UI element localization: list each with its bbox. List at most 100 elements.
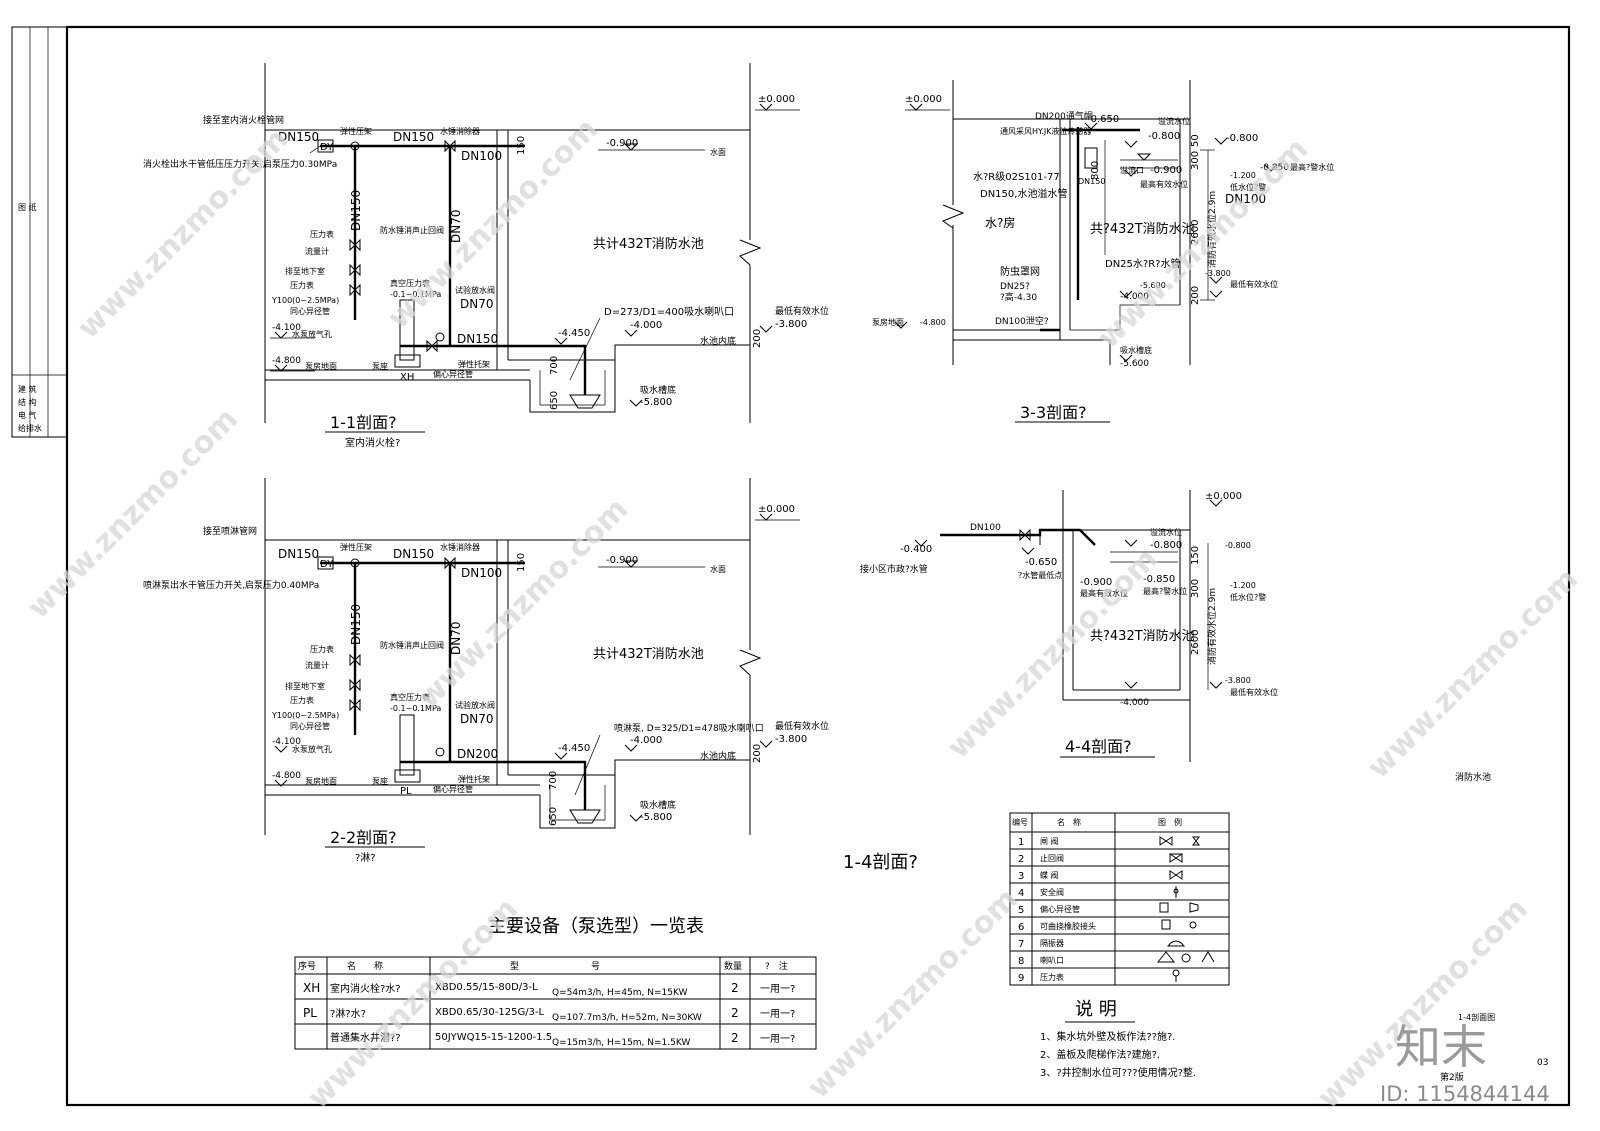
label-pipe-size: DN100 — [461, 566, 502, 580]
section-subtitle: 室内消火栓? — [345, 436, 400, 449]
level-label: -5.600 — [1140, 281, 1166, 290]
legend-number: 9 — [1018, 973, 1024, 984]
label-pipe-size: DN150 — [349, 604, 363, 645]
label-pipe-size: DN100 — [1225, 192, 1266, 206]
legend-number: 6 — [1018, 922, 1024, 933]
label-room: 水?房 — [985, 215, 1015, 230]
level-label: -5.600 — [1120, 359, 1149, 369]
safety-valve-icon — [1173, 886, 1179, 898]
dim-label: -3.800 — [1205, 269, 1231, 278]
table-cell: 一用一? — [760, 984, 795, 995]
label-gauge: 压力表 — [310, 644, 334, 654]
dim-label: 650 — [548, 807, 559, 826]
level-label: -5.800 — [640, 397, 672, 408]
legend-number: 2 — [1018, 854, 1024, 865]
label-pipe-size: DN70 — [449, 210, 463, 244]
level-label: -5.800 — [640, 812, 672, 823]
label-pump-base: 泵座 — [372, 776, 388, 786]
level-label: -0.900 — [1150, 165, 1182, 176]
label-y100: Y100(0~2.5MPa) — [271, 296, 339, 305]
dim-label: 150 — [1190, 546, 1201, 565]
section-3-3: ±0.000 DN200通气帽 -0.650 溢流水位 -0.800 -0.80… — [872, 80, 1334, 423]
section-4-4: ±0.000 DN100 -0.400 接小区市政?水管 -0.650 ?水管最… — [860, 490, 1491, 783]
label-pool: 共计432T消防水池 — [593, 236, 704, 252]
dim-label: 650 — [549, 391, 560, 410]
level-label: ±0.000 — [758, 504, 795, 515]
dim-label: 50 — [1190, 134, 1201, 147]
table-cell: XBD0.65/30-125G/3-L — [435, 1007, 545, 1018]
table-cell: PL — [303, 1006, 317, 1020]
label-overflow-mouth: 溢流口 — [1120, 165, 1144, 175]
label-sump: 吸水槽底 — [640, 384, 676, 396]
caption-sections: 1-4剖面? — [843, 852, 918, 873]
label-dy: DY — [320, 142, 334, 153]
butterfly-valve-icon — [1169, 870, 1183, 880]
legend-number: 7 — [1018, 939, 1024, 950]
level-label: -4.800 — [272, 356, 301, 366]
label-basement: 排至地下室 — [285, 266, 325, 276]
table-cell: XBD0.55/15-80D/3-L — [435, 982, 538, 993]
bell-mouth-icon — [1156, 951, 1215, 963]
label-water-surface: 水面 — [710, 564, 726, 574]
table-cell: 一用一? — [760, 1034, 795, 1045]
table-cell: XH — [303, 981, 320, 995]
level-label: -0.850 — [1143, 574, 1175, 585]
legend-number: 4 — [1018, 888, 1024, 899]
label-pipe-size: DN150 — [393, 547, 434, 561]
label-overflow-level: 溢流水位 — [1150, 527, 1182, 537]
gate-valve-icon — [1159, 836, 1200, 846]
level-label: -4.000 — [630, 320, 662, 331]
level-label: -0.800 — [1225, 541, 1251, 550]
legend-name: 喇叭口 — [1040, 955, 1064, 965]
label-pump-pl: PL — [400, 786, 412, 797]
legend-number: 5 — [1018, 905, 1024, 916]
label-min-level: 最低有效水位 — [775, 720, 829, 732]
label-overflow-pipe: DN150,水池溢水管 — [980, 187, 1067, 200]
label-vacuum: 真空压力表 — [390, 692, 430, 702]
label-sump: 吸水槽底 — [640, 799, 676, 811]
level-label: -0.900 — [606, 138, 638, 149]
table-header: 名 称 — [347, 960, 383, 972]
label-warn-level: 最高?警水位 — [1143, 586, 1187, 596]
legend-name: 止回阀 — [1040, 853, 1064, 863]
notes-title: 说 明 — [1075, 999, 1117, 1020]
dim-label: 150 — [516, 553, 527, 572]
label-effective: 消防有效水位2.9m — [1206, 588, 1218, 665]
level-label: -4.100 — [272, 737, 301, 747]
label-floor: 泵房地面 — [305, 361, 337, 371]
label-support: 弹性托架 — [458, 359, 490, 369]
label-pipe-size: DN150 — [278, 130, 319, 144]
label-pressure-switch: 喷淋泵出水干管压力开关,启泵压力0.40MPa — [143, 579, 319, 591]
table-cell: ?淋?水? — [330, 1007, 366, 1020]
legend-name: 蝶 阀 — [1040, 870, 1059, 880]
label-pool-bottom: 水池内底 — [700, 750, 736, 762]
label-height: ?高-4.30 — [1000, 291, 1037, 303]
label-overflow-level: 溢流水位 — [1158, 116, 1190, 126]
label-hammer: 水锤消除器 — [440, 126, 480, 136]
label-vacuum-range: -0.1~0.1MPa — [390, 704, 441, 713]
note-item: 3、?井控制水位可???使用情况?整. — [1040, 1066, 1196, 1079]
label-dn25b: DN25水?R?水管 — [1105, 257, 1180, 270]
section-2-2: 接至喷淋管网 DN150 DN150 DN100 弹性压架 水锤消除器 喷淋泵出… — [143, 478, 829, 864]
legend-number: 1 — [1018, 837, 1024, 848]
label-vent: 水泵放气孔 — [292, 329, 332, 339]
legend-name: 偏心异径管 — [1040, 904, 1080, 914]
dim-label: 150 — [516, 136, 527, 155]
level-label: -0.800 — [1226, 133, 1258, 144]
level-label: -0.900 — [1080, 577, 1112, 588]
equipment-table: 主要设备（泵选型）一览表 序号 名 称 型 号 数量 ? 注 XH 室内消火栓?… — [294, 916, 817, 1050]
level-label: -3.800 — [775, 319, 807, 330]
level-label: ±0.000 — [1205, 491, 1242, 502]
table-cell: Q=54m3/h, H=45m, N=15KW — [552, 988, 688, 998]
title-block-trade: 给排水 — [18, 423, 42, 433]
label-y100: Y100(0~2.5MPa) — [271, 711, 339, 720]
check-valve-icon — [1169, 853, 1183, 863]
dim-label: 300 — [1190, 579, 1201, 598]
dim-label: 800 — [1090, 161, 1101, 180]
label-water-surface: 水面 — [710, 147, 726, 157]
level-label: -3.800 — [775, 734, 807, 745]
legend-name: 安全阀 — [1040, 887, 1064, 897]
level-label: -0.650 — [1025, 557, 1057, 568]
legend-number: 3 — [1018, 871, 1024, 882]
label-pipe-size: DN150 — [393, 130, 434, 144]
